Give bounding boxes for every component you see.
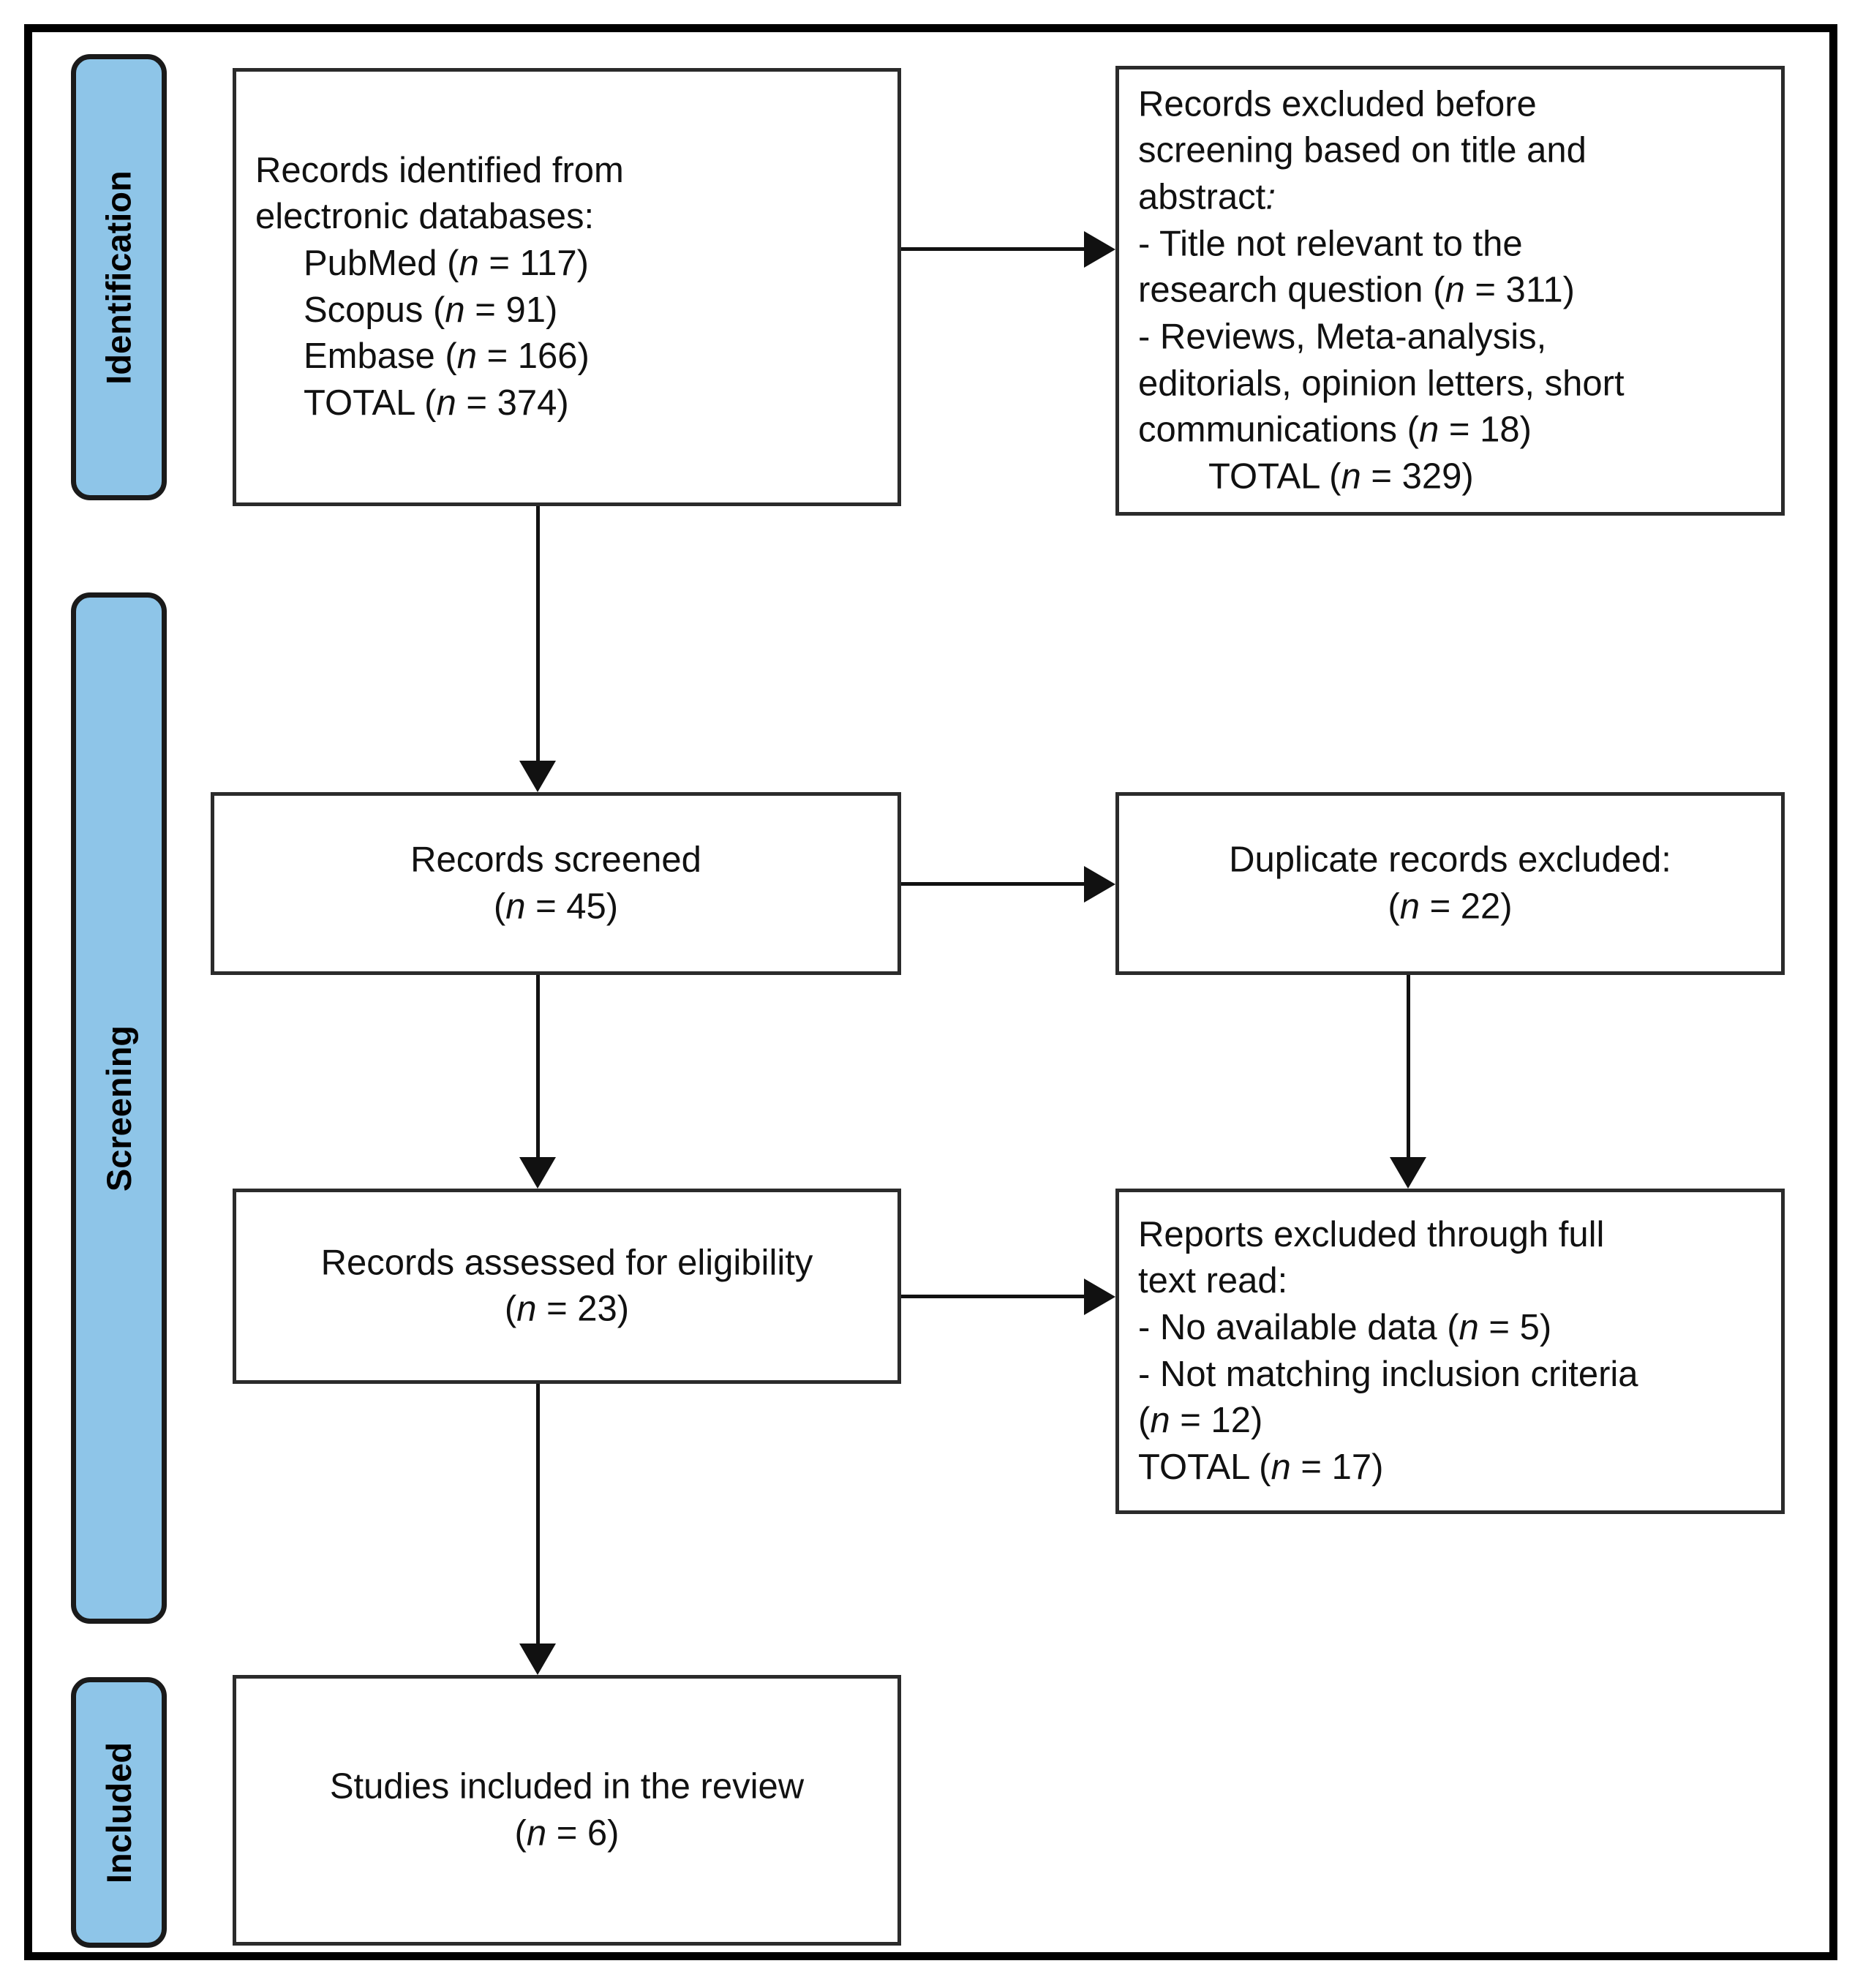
connector-identified-to-excluded-before [901, 247, 1084, 251]
excluded-before-reason2-c: communications (n = 18) [1138, 410, 1532, 450]
box-duplicate-records-excluded: Duplicate records excluded: (n = 22) [1115, 792, 1785, 975]
eligibility-line1: Records assessed for eligibility [320, 1242, 813, 1282]
box-duplicate-records-excluded-content: Duplicate records excluded: (n = 22) [1119, 837, 1781, 930]
box-records-screened-content: Records screened (n = 45) [214, 837, 897, 930]
arrowhead-eligibility-to-excluded-fulltext [1084, 1279, 1115, 1315]
phase-tab-included-label: Included [99, 1742, 139, 1883]
phase-tab-included: Included [71, 1677, 167, 1948]
connector-duplicates-to-excluded-fulltext [1407, 975, 1410, 1157]
figure-outer-border [24, 24, 1837, 1960]
duplicates-count: (n = 22) [1388, 886, 1513, 926]
included-line1: Studies included in the review [329, 1766, 805, 1807]
excluded-fulltext-reason2-b: (n = 12) [1138, 1401, 1263, 1441]
connector-eligibility-to-excluded-fulltext [901, 1295, 1084, 1298]
excluded-before-line1: Records excluded before [1138, 83, 1537, 124]
excluded-fulltext-line1: Reports excluded through full [1138, 1214, 1605, 1254]
arrowhead-identified-to-screened [519, 761, 556, 792]
records-identified-line2: electronic databases: [255, 197, 595, 237]
box-studies-included: Studies included in the review (n = 6) [233, 1675, 901, 1946]
phase-tab-identification-label: Identification [99, 170, 139, 385]
arrowhead-screened-to-eligibility [519, 1157, 556, 1189]
box-reports-excluded-fulltext-content: Reports excluded through full text read:… [1119, 1211, 1781, 1491]
excluded-fulltext-line2: text read: [1138, 1261, 1288, 1301]
box-records-identified: Records identified from electronic datab… [233, 68, 901, 506]
eligibility-count: (n = 23) [504, 1289, 630, 1329]
excluded-fulltext-reason1: - No available data (n = 5) [1138, 1307, 1552, 1347]
excluded-before-reason1-b: research question (n = 311) [1138, 270, 1575, 310]
arrowhead-eligibility-to-included [519, 1644, 556, 1675]
excluded-before-reason2-b: editorials, opinion letters, short [1138, 364, 1625, 404]
records-identified-scopus: Scopus (n = 91) [304, 290, 558, 330]
included-count: (n = 6) [514, 1813, 620, 1853]
excluded-fulltext-reason2-a: - Not matching inclusion criteria [1138, 1354, 1638, 1394]
arrowhead-screened-to-duplicates [1084, 866, 1115, 903]
records-identified-total: TOTAL (n = 374) [304, 383, 569, 423]
records-identified-line1: Records identified from [255, 150, 624, 190]
excluded-before-total: TOTAL (n = 329) [1208, 456, 1474, 497]
phase-tab-screening: Screening [71, 592, 167, 1624]
phase-tab-identification: Identification [71, 54, 167, 500]
box-records-excluded-before-screening: Records excluded before screening based … [1115, 66, 1785, 516]
excluded-before-reason2-a: - Reviews, Meta-analysis, [1138, 317, 1547, 357]
box-reports-excluded-fulltext: Reports excluded through full text read:… [1115, 1189, 1785, 1514]
box-studies-included-content: Studies included in the review (n = 6) [236, 1763, 897, 1856]
box-records-assessed-eligibility: Records assessed for eligibility (n = 23… [233, 1189, 901, 1384]
records-screened-line1: Records screened [410, 840, 701, 880]
box-records-screened: Records screened (n = 45) [211, 792, 901, 975]
duplicates-line1: Duplicate records excluded: [1229, 840, 1671, 880]
records-screened-count: (n = 45) [493, 886, 619, 926]
box-records-identified-content: Records identified from electronic datab… [236, 147, 897, 426]
excluded-before-line2: screening based on title and [1138, 130, 1587, 170]
arrowhead-identified-to-excluded-before [1084, 231, 1115, 268]
connector-eligibility-to-included [536, 1384, 540, 1644]
records-identified-pubmed: PubMed (n = 117) [304, 243, 589, 283]
connector-screened-to-duplicates [901, 882, 1084, 886]
excluded-before-reason1-a: - Title not relevant to the [1138, 223, 1523, 263]
excluded-before-line3: abstract: [1138, 177, 1276, 217]
excluded-fulltext-total: TOTAL (n = 17) [1138, 1447, 1384, 1487]
box-records-assessed-eligibility-content: Records assessed for eligibility (n = 23… [236, 1240, 897, 1333]
connector-identified-to-screened [536, 506, 540, 761]
connector-screened-to-eligibility [536, 975, 540, 1157]
phase-tab-screening-label: Screening [99, 1025, 138, 1191]
records-identified-embase: Embase (n = 166) [304, 336, 590, 377]
box-records-excluded-before-screening-content: Records excluded before screening based … [1119, 81, 1781, 500]
arrowhead-duplicates-to-excluded-fulltext [1390, 1157, 1426, 1189]
